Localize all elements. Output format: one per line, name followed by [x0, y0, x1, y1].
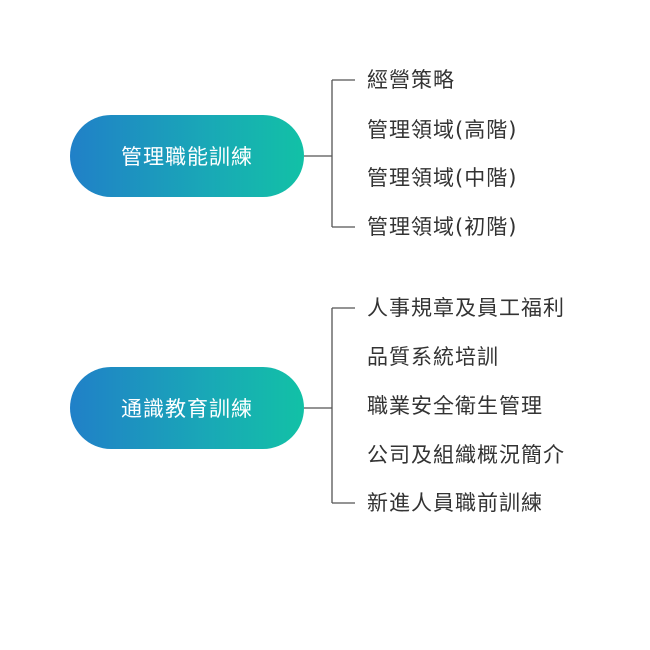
- list-item: 公司及組織概況簡介: [367, 443, 565, 467]
- list-item: 經營策略: [367, 68, 455, 92]
- list-item: 管理領域(高階): [367, 118, 518, 142]
- list-item: 職業安全衛生管理: [367, 394, 543, 418]
- category-pill-management: 管理職能訓練: [70, 115, 304, 197]
- category-title: 通識教育訓練: [121, 397, 253, 421]
- list-item: 新進人員職前訓練: [367, 491, 543, 515]
- list-item: 管理領域(初階): [367, 215, 518, 239]
- category-title: 管理職能訓練: [121, 145, 253, 169]
- category-pill-general-education: 通識教育訓練: [70, 367, 304, 449]
- list-item: 管理領域(中階): [367, 166, 518, 190]
- list-item: 人事規章及員工福利: [367, 296, 565, 320]
- list-item: 品質系統培訓: [367, 345, 499, 369]
